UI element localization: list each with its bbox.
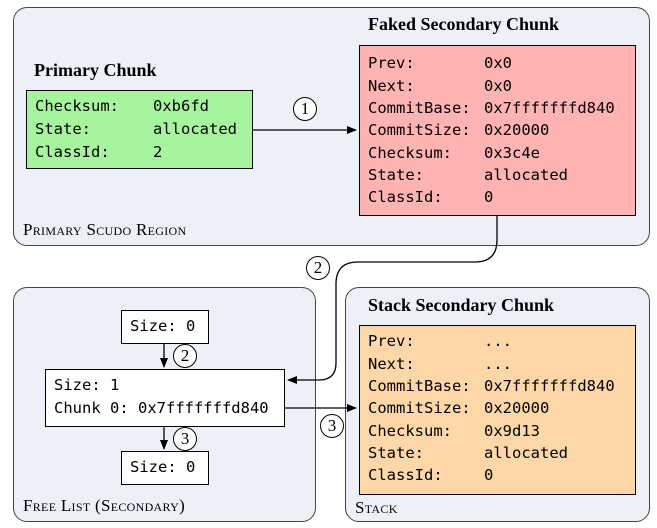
stack-chunk-box: Prev: ... Next: ... CommitBase: 0x7fffff…: [359, 325, 636, 495]
field-value: allocated: [153, 120, 237, 138]
field-value: 0x9d13: [484, 422, 540, 440]
field-key: ClassId:: [368, 188, 443, 206]
arrow-step-2: [287, 216, 498, 384]
step-3-marker-free-list: 3: [173, 427, 197, 451]
field-key: CommitBase:: [368, 99, 471, 117]
field-value: 2: [153, 143, 163, 161]
step-2-marker: 2: [306, 256, 330, 280]
field-key: Prev:: [368, 54, 415, 72]
stack-chunk-title: Stack Secondary Chunk: [368, 295, 555, 315]
step-3-marker: 3: [320, 414, 344, 438]
field-key: CommitSize:: [368, 121, 471, 139]
field-value: 0x0: [484, 54, 512, 72]
primary-chunk-title: Primary Chunk: [34, 60, 157, 80]
field-value: 0x0: [484, 77, 512, 95]
faked-chunk-box: Prev: 0x0 Next: 0x0 CommitBase: 0x7fffff…: [359, 45, 636, 216]
field-key: Checksum:: [35, 97, 119, 115]
field-key: State:: [368, 444, 424, 462]
field-key: Prev:: [368, 332, 415, 350]
field-key: CommitBase:: [368, 377, 471, 395]
field-value: allocated: [484, 444, 568, 462]
field-value: 0x20000: [484, 121, 550, 139]
field-key: CommitSize:: [368, 399, 471, 417]
faked-chunk-title: Faked Secondary Chunk: [368, 14, 560, 34]
field-value: ...: [484, 355, 512, 373]
primary-chunk-box: Checksum: 0xb6fd State: allocated ClassI…: [26, 90, 253, 169]
step-1-marker: 1: [293, 97, 317, 121]
bottom-node-size: Size: 0: [130, 458, 196, 476]
top-node-size: Size: 0: [130, 317, 196, 335]
field-key: Next:: [368, 77, 415, 95]
field-value: 0x3c4e: [484, 144, 540, 162]
field-value: ...: [484, 332, 512, 350]
field-value: 0x7fffffffd840: [484, 377, 615, 395]
field-key: State:: [35, 120, 91, 138]
free-list-region-label: Free List (Secondary): [23, 496, 186, 515]
field-value: 0xb6fd: [153, 97, 209, 115]
free-list-top-node: Size: 0: [121, 310, 209, 344]
field-value: 0x7fffffffd840: [484, 99, 615, 117]
free-list-bottom-node: Size: 0: [121, 451, 209, 485]
field-key: Next:: [368, 355, 415, 373]
primary-region-label: Primary Scudo Region: [23, 220, 187, 239]
field-key: ClassId:: [35, 143, 110, 161]
free-list-main-node: Size: 1 Chunk 0: 0x7fffffffd840: [45, 369, 285, 427]
field-key: Checksum:: [368, 144, 452, 162]
main-node-chunk: Chunk 0: 0x7fffffffd840: [54, 399, 269, 417]
field-key: ClassId:: [368, 466, 443, 484]
step-2-marker-free-list: 2: [173, 344, 197, 368]
field-value: 0x20000: [484, 399, 550, 417]
field-key: Checksum:: [368, 422, 452, 440]
field-value: 0: [484, 188, 494, 206]
field-value: 0: [484, 466, 494, 484]
field-value: allocated: [484, 166, 568, 184]
field-key: State:: [368, 166, 424, 184]
stack-region-label: Stack: [355, 498, 398, 517]
main-node-size: Size: 1: [54, 376, 120, 394]
